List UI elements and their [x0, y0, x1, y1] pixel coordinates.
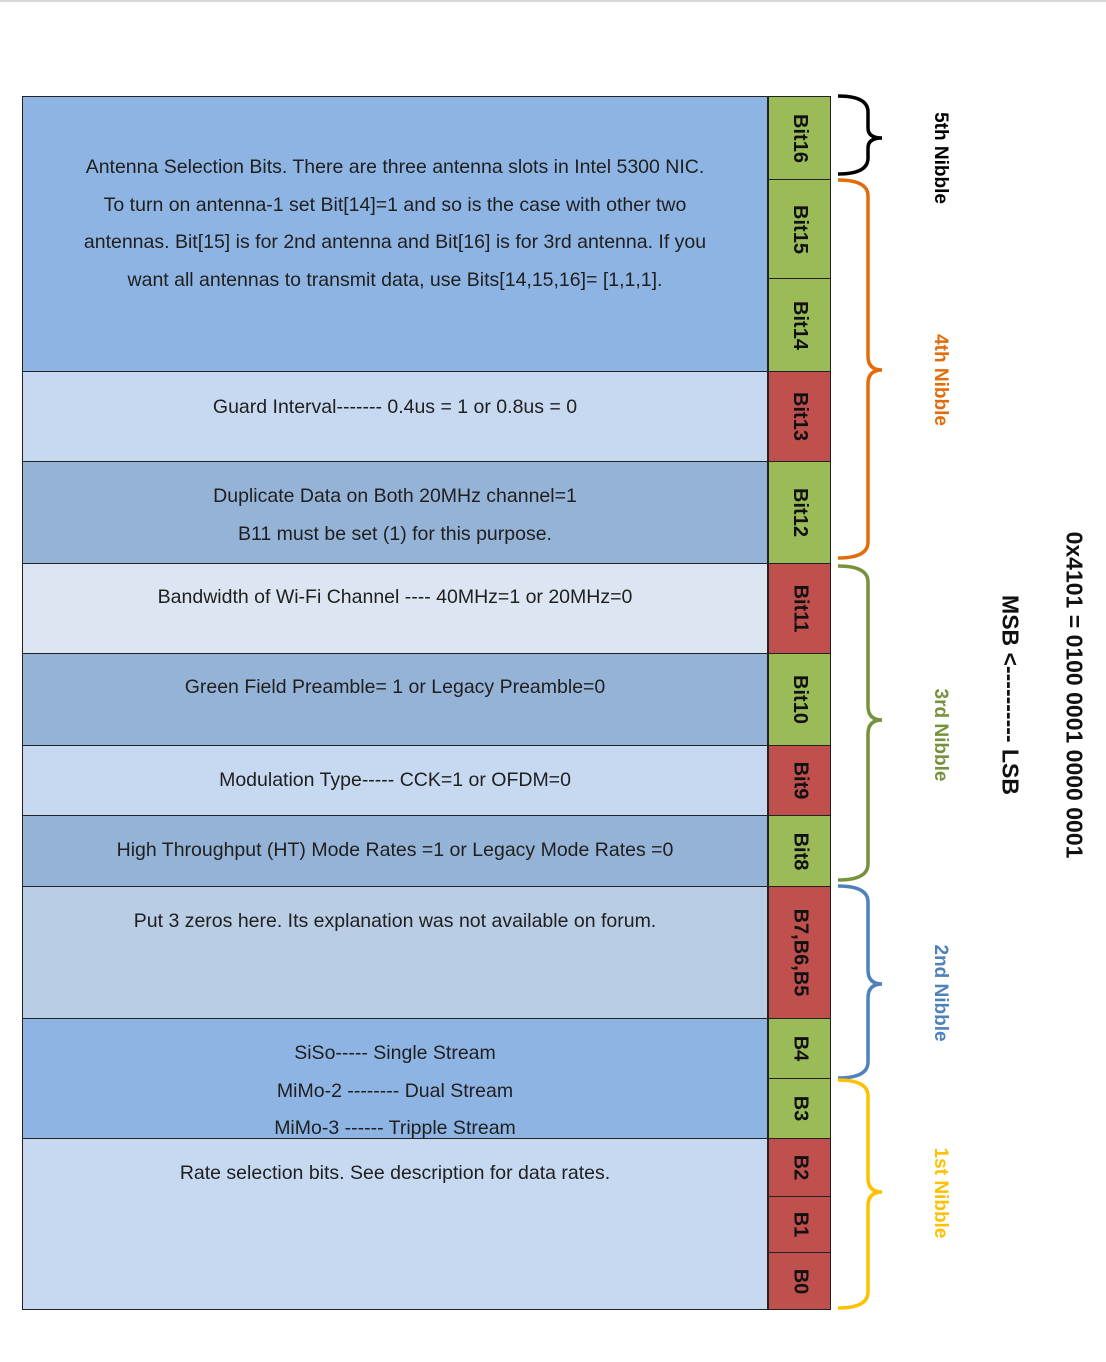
- bit-order-text: MSB <---------- LSB: [997, 595, 1024, 795]
- nibble-label-text: 5th Nibble: [930, 112, 951, 204]
- bit-label: B0: [788, 1268, 811, 1294]
- bit-label: B4: [788, 1035, 811, 1062]
- bandwidth-description: Bandwidth of Wi-Fi Channel ---- 40MHz=1 …: [22, 563, 768, 654]
- nibble-label-text: 3rd Nibble: [930, 688, 951, 782]
- bit-label: Bit13: [789, 392, 811, 441]
- bit-cell-0: B0: [768, 1252, 831, 1310]
- reserved-bits-description: Put 3 zeros here. Its explanation was no…: [22, 886, 768, 1019]
- nibble-2-brace: [837, 884, 883, 1080]
- description-line: B11 must be set (1) for this purpose.: [238, 522, 552, 545]
- bit-cell-2: B2: [768, 1138, 831, 1197]
- nibble-3-brace: [837, 564, 883, 882]
- throughput-mode-description: High Throughput (HT) Mode Rates =1 or Le…: [22, 815, 768, 887]
- bit-cell-15: Bit15: [768, 179, 831, 279]
- nibble-5-brace: [837, 94, 883, 176]
- bit-cell-8: Bit8: [768, 815, 831, 887]
- nibble-1-brace: [837, 1078, 883, 1310]
- antenna-selection-description: Antenna Selection Bits. There are three …: [22, 96, 768, 372]
- nibble-4-brace: [837, 178, 883, 560]
- description-line: Put 3 zeros here. Its explanation was no…: [133, 910, 657, 932]
- nibble-braces: [837, 94, 883, 1310]
- bit-label: Bit11: [789, 584, 811, 633]
- bit-label: Bit16: [789, 113, 811, 163]
- top-border-line: [0, 0, 1106, 2]
- bit-cell-1: B1: [768, 1196, 831, 1253]
- description-line: MiMo-3 ------ Tripple Stream: [274, 1117, 516, 1139]
- rate-selection-description: Rate selection bits. See description for…: [22, 1138, 768, 1310]
- description-line: Bandwidth of Wi-Fi Channel ---- 40MHz=1 …: [157, 586, 633, 608]
- nibble-label-text: 2nd Nibble: [930, 944, 951, 1042]
- bit-label: Bit9: [788, 761, 811, 800]
- bit-cell-13: Bit13: [768, 371, 831, 462]
- bit-label: B3: [788, 1095, 811, 1122]
- bit-label: Bit10: [789, 675, 811, 724]
- bit-cell-11: Bit11: [768, 563, 831, 654]
- description-line: Antenna Selection Bits. There are three …: [85, 156, 705, 178]
- guard-interval-description: Guard Interval------- 0.4us = 1 or 0.8us…: [22, 371, 768, 462]
- stream-mode-description: SiSo----- Single Stream MiMo-2 -------- …: [22, 1018, 768, 1139]
- description-line: High Throughput (HT) Mode Rates =1 or Le…: [116, 839, 674, 861]
- bit-cell-14: Bit14: [768, 278, 831, 372]
- bit-cell-3: B3: [768, 1078, 831, 1139]
- bit-label: B7,B6,B5: [789, 908, 811, 997]
- description-line: SiSo----- Single Stream: [294, 1042, 496, 1064]
- description-line: MiMo-2 -------- Dual Stream: [276, 1079, 514, 1102]
- preamble-description: Green Field Preamble= 1 or Legacy Preamb…: [22, 653, 768, 746]
- modulation-type-description: Modulation Type----- CCK=1 or OFDM=0: [22, 745, 768, 816]
- bit-label: Bit12: [789, 488, 811, 537]
- nibble-label-text: 1st Nibble: [930, 1147, 951, 1239]
- bit-label: Bit15: [789, 204, 811, 254]
- bit-cell-4: B4: [768, 1018, 831, 1079]
- bit-cell-10: Bit10: [768, 653, 831, 746]
- bit-label: B2: [788, 1154, 811, 1181]
- description-line: To turn on antenna-1 set Bit[14]=1 and s…: [103, 193, 687, 216]
- description-line: want all antennas to transmit data, use …: [127, 268, 663, 291]
- description-line: Duplicate Data on Both 20MHz channel=1: [213, 485, 577, 507]
- bit-cell-9: Bit9: [768, 745, 831, 816]
- nibble-label-text: 4th Nibble: [930, 334, 951, 426]
- hex-value-text: 0x4101 = 0100 0001 0000 0001: [1061, 531, 1088, 859]
- duplicate-data-description: Duplicate Data on Both 20MHz channel=1 B…: [22, 461, 768, 564]
- bit-cell-12: Bit12: [768, 461, 831, 564]
- bit-label: Bit14: [789, 300, 811, 350]
- bit-cell-7-6-5: B7,B6,B5: [768, 886, 831, 1019]
- description-line: Modulation Type----- CCK=1 or OFDM=0: [219, 769, 571, 791]
- bit-label: Bit8: [788, 832, 811, 870]
- description-line: Guard Interval------- 0.4us = 1 or 0.8us…: [212, 396, 578, 418]
- description-line: Rate selection bits. See description for…: [179, 1162, 611, 1184]
- bit-cell-16: Bit16: [768, 96, 831, 180]
- description-line: Green Field Preamble= 1 or Legacy Preamb…: [184, 676, 606, 698]
- bit-label: B1: [788, 1211, 811, 1238]
- description-line: antennas. Bit[15] is for 2nd antenna and…: [83, 231, 707, 253]
